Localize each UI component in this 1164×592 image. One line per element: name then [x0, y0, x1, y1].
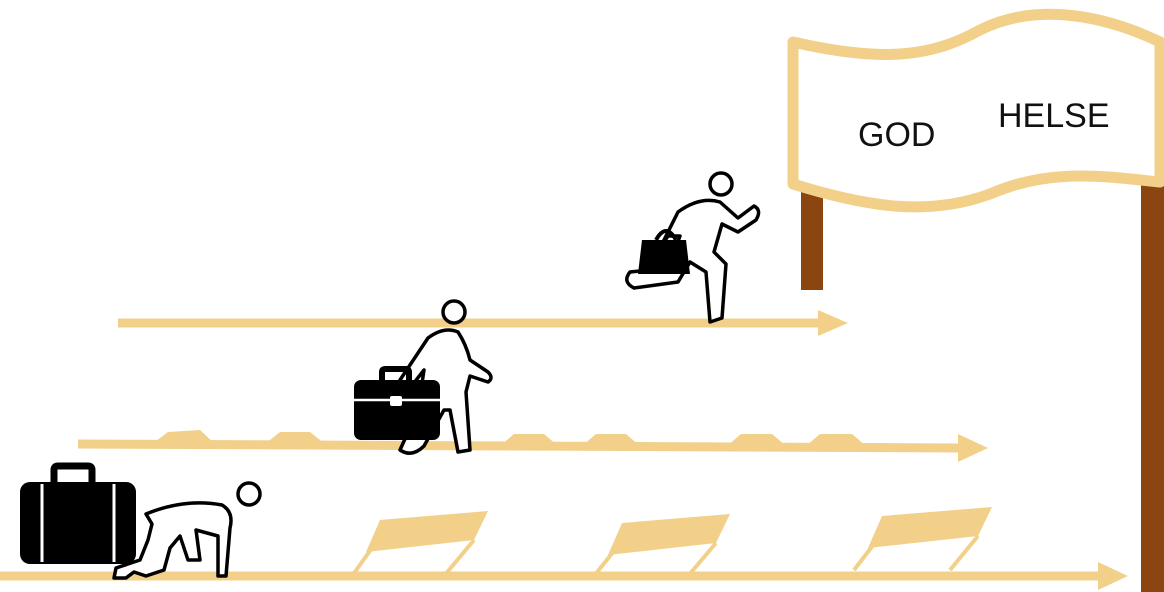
- flag-word-helse: HELSE: [998, 97, 1110, 135]
- hurdle: [854, 507, 992, 570]
- flag-word-god: GOD: [858, 116, 935, 154]
- track-bump: [727, 434, 786, 446]
- track-top-arrowhead: [818, 310, 848, 336]
- track-middle-arrowhead: [958, 434, 988, 462]
- flag-pole-right: [1141, 180, 1164, 592]
- finish-flag: GOD HELSE: [793, 14, 1164, 592]
- hurdle: [352, 511, 488, 576]
- track-bump: [265, 432, 325, 444]
- track-bump: [806, 434, 866, 446]
- crouching-person-with-suitcase-icon: [20, 466, 260, 578]
- track-bump: [152, 430, 215, 444]
- track-bump: [500, 434, 558, 446]
- hurdle: [594, 514, 730, 576]
- track-middle: [78, 430, 988, 462]
- suitcase-icon: [20, 466, 136, 564]
- flag-pole-left: [801, 190, 823, 290]
- running-person-with-bag-icon: [627, 173, 759, 322]
- track-bottom-arrowhead: [1098, 562, 1128, 590]
- track-bump: [582, 434, 640, 446]
- track-top: [118, 310, 848, 336]
